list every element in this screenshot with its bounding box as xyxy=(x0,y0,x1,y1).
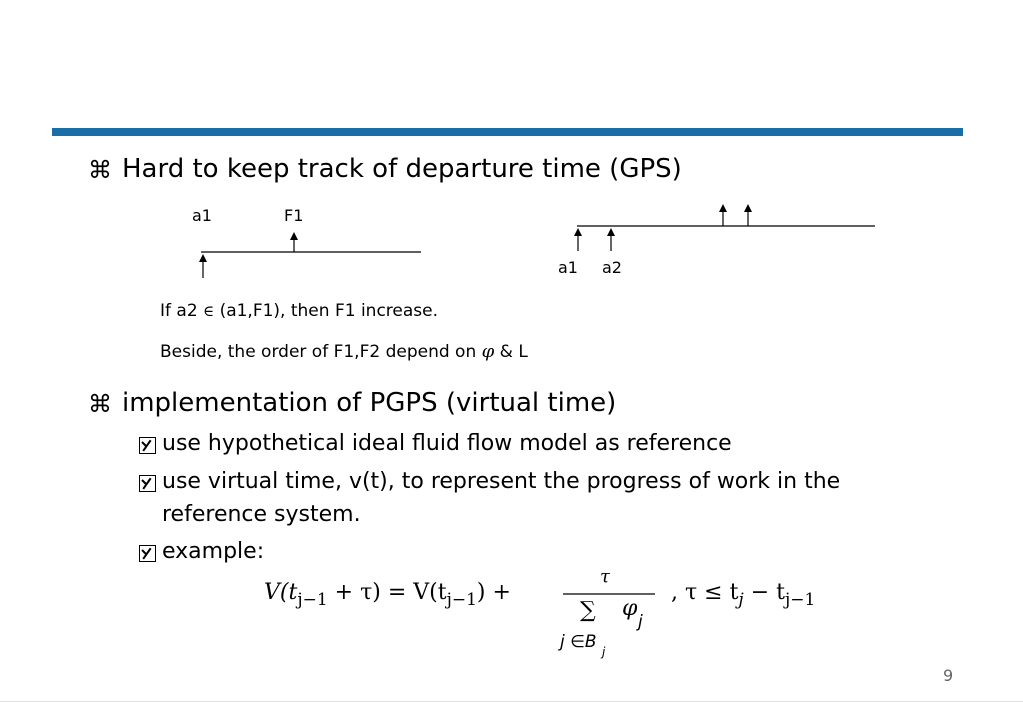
sum-subscript: j ∈B xyxy=(560,632,597,652)
left-label-a1: a1 xyxy=(192,206,212,225)
sub-bullet-2-line-2: reference system. xyxy=(162,502,361,527)
sub-bullet-1: use hypothetical ideal fluid flow model … xyxy=(162,431,732,456)
y-box-icon xyxy=(139,475,156,492)
formula-condition: , τ ≤ tj − tj−1 xyxy=(671,580,816,610)
bullet-1-text: Hard to keep track of departure time (GP… xyxy=(122,154,682,184)
y-box-icon xyxy=(139,437,156,454)
note-1: If a2 ∈ (a1,F1), then F1 increase. xyxy=(160,301,438,321)
command-key-icon: ⌘ xyxy=(88,156,112,184)
formula-left: V(tj−1 + τ) = V(tj−1) + xyxy=(264,580,511,610)
left-label-f1: F1 xyxy=(284,206,304,225)
sum-subscript-sub: j xyxy=(602,645,606,659)
formula-numerator: τ xyxy=(600,566,610,587)
sub-bullet-2-line-1: use virtual time, v(t), to represent the… xyxy=(162,469,841,494)
bullet-2-text: implementation of PGPS (virtual time) xyxy=(122,388,617,418)
header-rule xyxy=(52,128,963,136)
right-label-a2: a2 xyxy=(602,258,622,277)
page-number: 9 xyxy=(943,666,954,685)
right-label-a1: a1 xyxy=(558,258,578,277)
phi-subscript: j xyxy=(638,612,643,632)
bottom-divider xyxy=(0,701,1023,702)
note-2: Beside, the order of F1,F2 depend on φ &… xyxy=(160,341,528,362)
y-box-icon xyxy=(139,545,156,562)
sub-bullet-3: example: xyxy=(162,539,265,564)
sum-symbol: ∑ xyxy=(580,598,596,623)
phi-symbol: φ xyxy=(622,596,638,621)
command-key-icon: ⌘ xyxy=(88,390,112,418)
